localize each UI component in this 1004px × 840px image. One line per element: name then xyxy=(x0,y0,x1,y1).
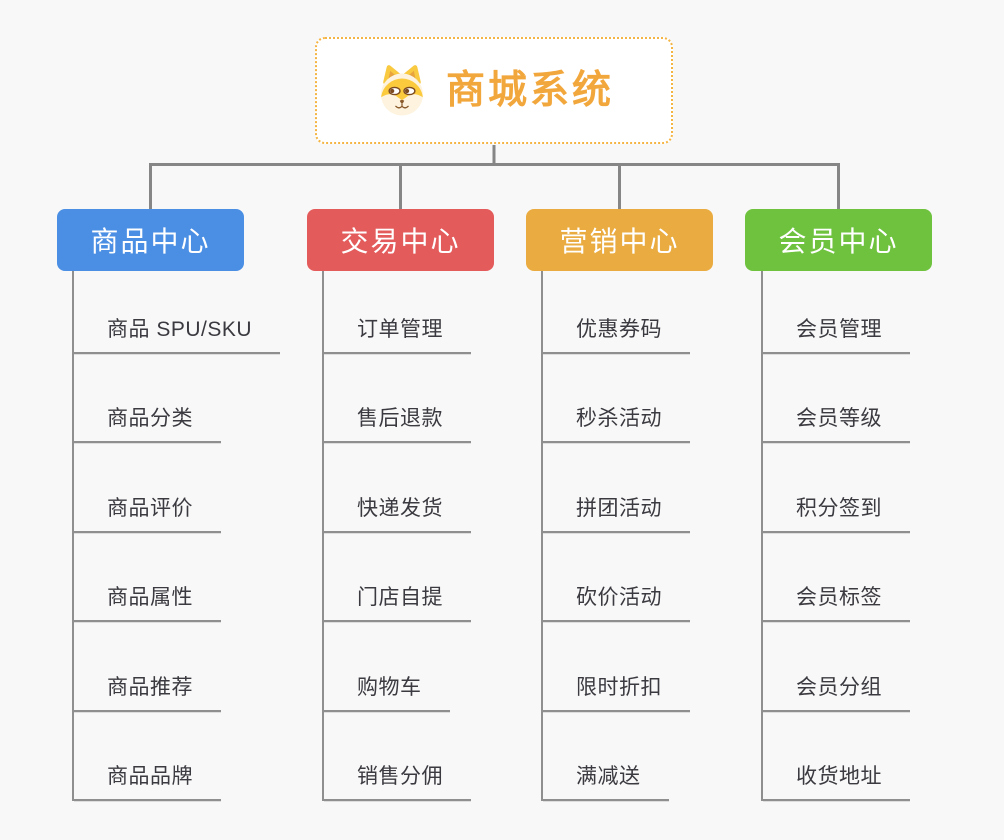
branch-label: 营销中心 xyxy=(559,226,680,257)
root-node[interactable]: 商城系统 xyxy=(315,37,673,144)
tree-item: 商品品牌 xyxy=(74,712,280,801)
dog-face-icon xyxy=(380,64,423,115)
tree-item: 销售分佣 xyxy=(324,712,471,801)
item-label[interactable]: 会员等级 xyxy=(763,402,910,443)
tree-item: 收货地址 xyxy=(763,712,910,801)
tree-item: 积分签到 xyxy=(763,443,910,533)
item-label[interactable]: 会员分组 xyxy=(763,671,910,712)
tree-item: 商品评价 xyxy=(74,443,280,533)
root-title: 商城系统 xyxy=(445,69,614,112)
item-label[interactable]: 门店自提 xyxy=(324,581,471,622)
branch-box-product-center[interactable]: 商品中心 xyxy=(57,209,244,271)
branch-label: 商品中心 xyxy=(90,226,211,257)
item-label[interactable]: 销售分佣 xyxy=(324,760,471,801)
item-label[interactable]: 商品 SPU/SKU xyxy=(74,313,281,354)
tree-item: 订单管理 xyxy=(324,264,471,354)
item-label[interactable]: 订单管理 xyxy=(324,313,471,354)
tree-item: 商品 SPU/SKU xyxy=(74,264,281,354)
item-label[interactable]: 秒杀活动 xyxy=(543,402,690,443)
item-label[interactable]: 商品推荐 xyxy=(74,671,221,712)
branch-children-marketing-center: 优惠券码 秒杀活动 拼团活动 砍价活动 限时折扣 满减送 xyxy=(541,264,690,801)
tree-item: 优惠券码 xyxy=(543,264,690,354)
tree-item: 会员分组 xyxy=(763,622,910,712)
item-label[interactable]: 积分签到 xyxy=(763,492,910,533)
branch-label: 会员中心 xyxy=(778,226,899,257)
tree-item: 限时折扣 xyxy=(543,622,690,712)
tree-item: 会员等级 xyxy=(763,354,910,443)
tree-item: 快递发货 xyxy=(324,443,471,533)
tree-item: 门店自提 xyxy=(324,533,471,622)
tree-item: 满减送 xyxy=(543,712,690,801)
tree-item: 砍价活动 xyxy=(543,533,690,622)
item-label[interactable]: 砍价活动 xyxy=(543,581,690,622)
item-label[interactable]: 优惠券码 xyxy=(543,313,690,354)
item-label[interactable]: 商品分类 xyxy=(74,402,221,443)
item-label[interactable]: 商品品牌 xyxy=(74,760,221,801)
item-label[interactable]: 拼团活动 xyxy=(543,492,690,533)
tree-item: 商品推荐 xyxy=(74,622,280,712)
branch-children-trade-center: 订单管理 售后退款 快递发货 门店自提 购物车 销售分佣 xyxy=(322,264,471,801)
tree-item: 拼团活动 xyxy=(543,443,690,533)
item-label[interactable]: 满减送 xyxy=(543,760,669,801)
branch-label: 交易中心 xyxy=(340,226,461,257)
tree-item: 售后退款 xyxy=(324,354,471,443)
item-label[interactable]: 限时折扣 xyxy=(543,671,690,712)
item-label[interactable]: 会员管理 xyxy=(763,313,910,354)
item-label[interactable]: 售后退款 xyxy=(324,402,471,443)
branch-box-trade-center[interactable]: 交易中心 xyxy=(307,209,494,271)
item-label[interactable]: 快递发货 xyxy=(324,492,471,533)
tree-item: 会员管理 xyxy=(763,264,910,354)
branch-children-member-center: 会员管理 会员等级 积分签到 会员标签 会员分组 收货地址 xyxy=(761,264,910,801)
item-label[interactable]: 会员标签 xyxy=(763,581,910,622)
tree-item: 购物车 xyxy=(324,622,471,712)
tree-item: 秒杀活动 xyxy=(543,354,690,443)
branch-box-marketing-center[interactable]: 营销中心 xyxy=(526,209,713,271)
item-label[interactable]: 收货地址 xyxy=(763,760,910,801)
branch-children-product-center: 商品 SPU/SKU 商品分类 商品评价 商品属性 商品推荐 商品品牌 xyxy=(72,264,281,801)
item-label[interactable]: 购物车 xyxy=(324,671,450,712)
tree-item: 商品属性 xyxy=(74,533,280,622)
item-label[interactable]: 商品评价 xyxy=(74,492,221,533)
tree-item: 会员标签 xyxy=(763,533,910,622)
tree-item: 商品分类 xyxy=(74,354,280,443)
item-label[interactable]: 商品属性 xyxy=(74,581,221,622)
branch-box-member-center[interactable]: 会员中心 xyxy=(745,209,932,271)
